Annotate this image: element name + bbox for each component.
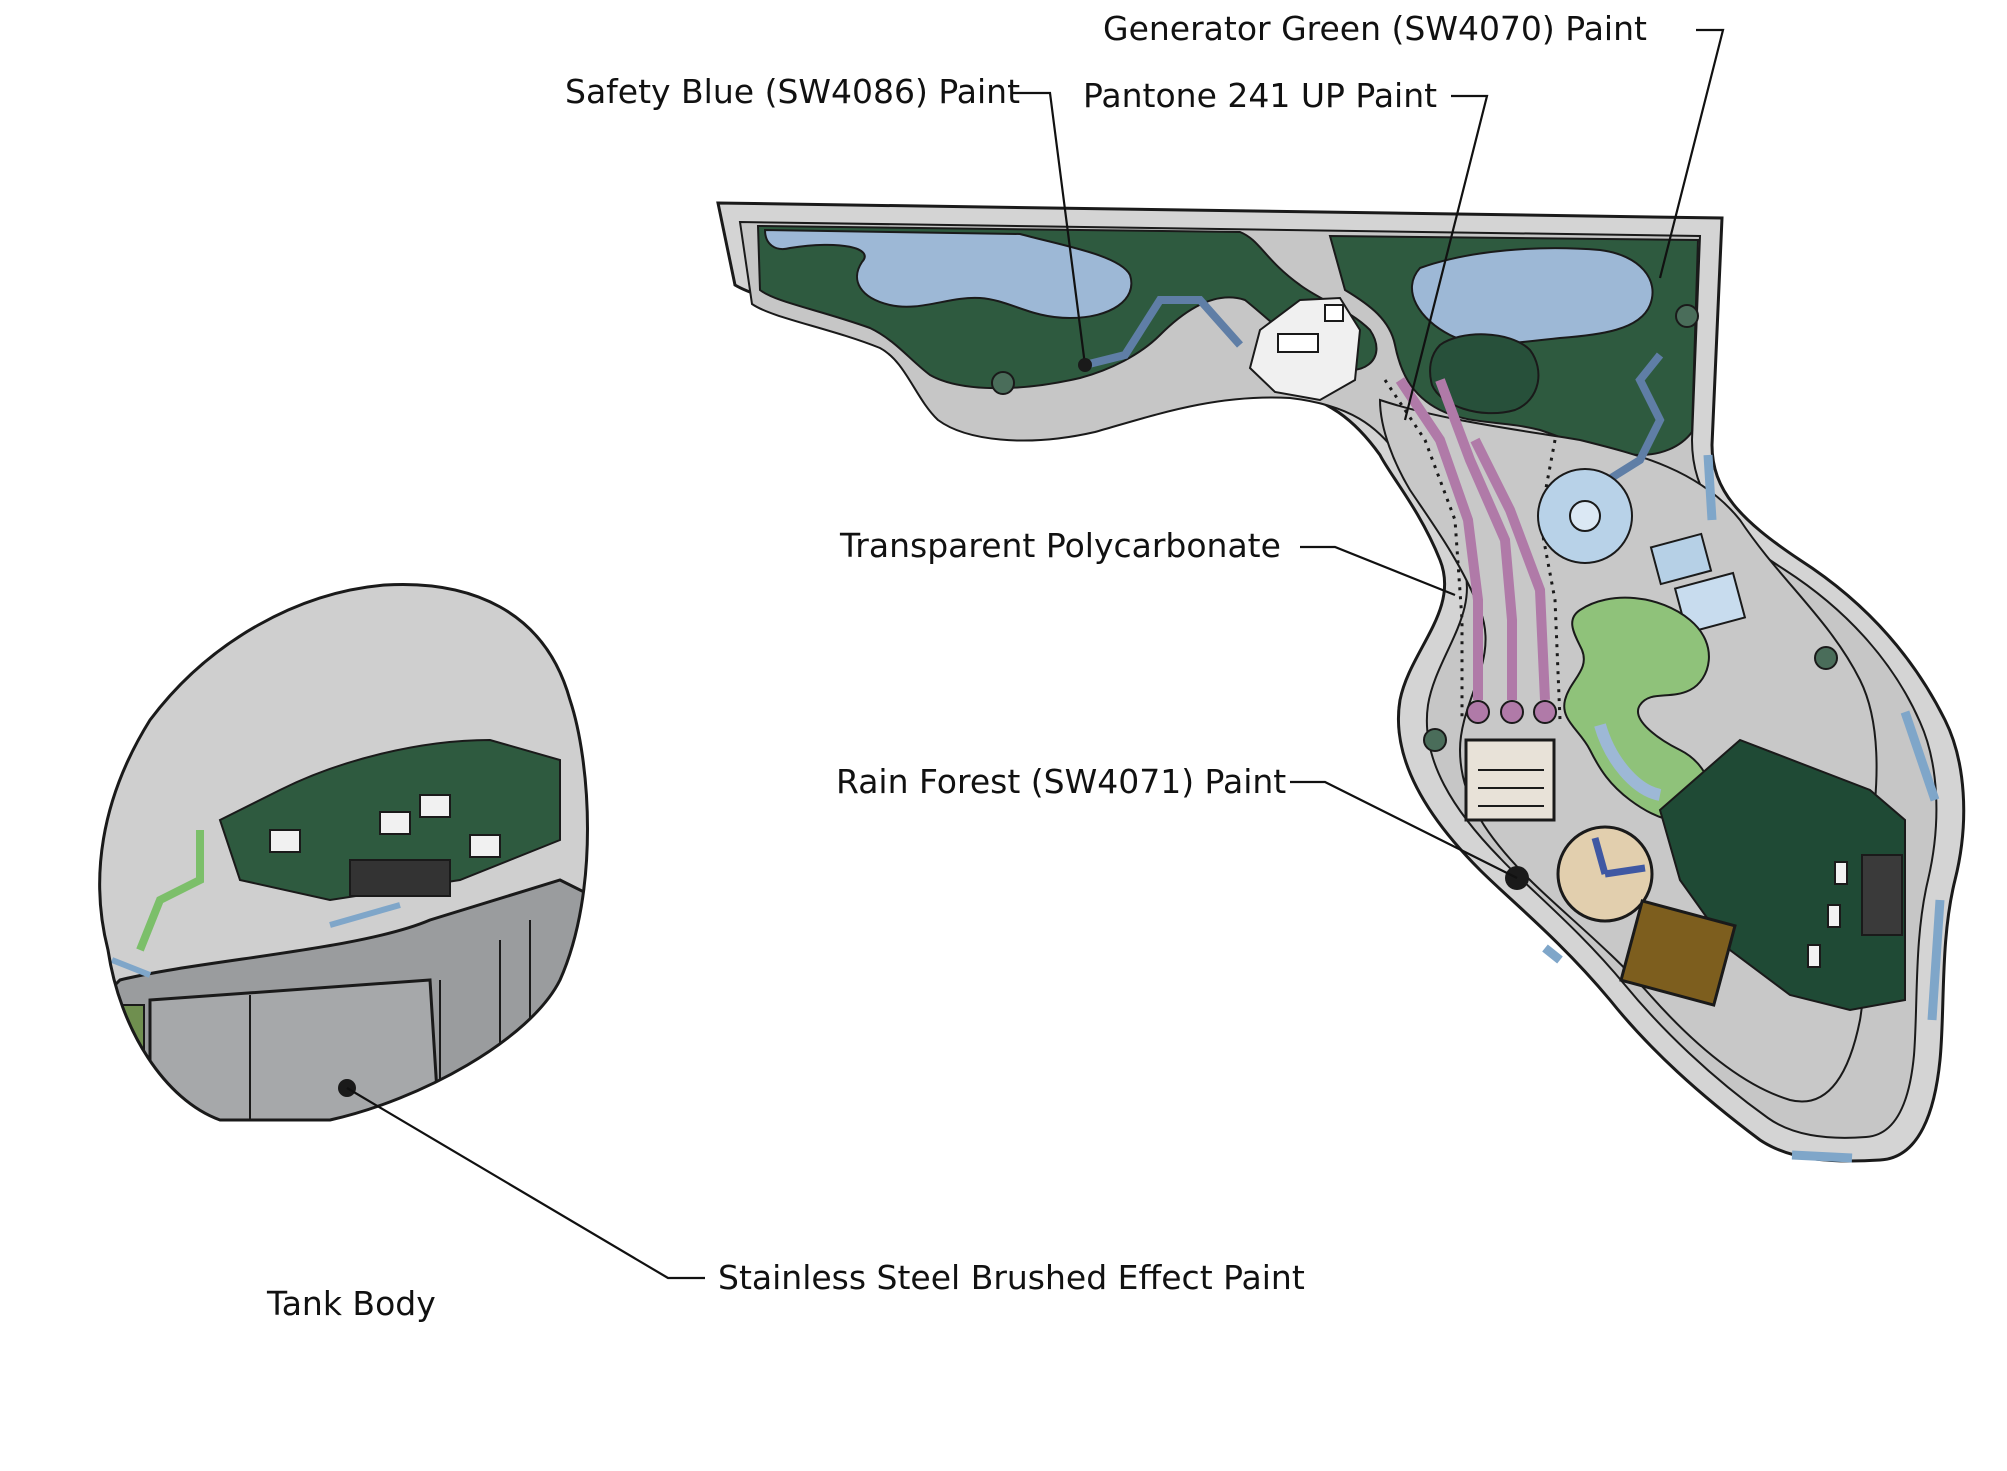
leader-polycarbonate <box>1300 545 1456 597</box>
florida-tank-top-view <box>716 201 1966 1163</box>
pantone-pipe-run <box>1395 377 1483 700</box>
callout-pantone: Pantone 241 UP Paint <box>1083 76 1437 115</box>
pump-housing-2 <box>1673 571 1747 635</box>
pantone-pipe-run-2 <box>1435 378 1517 700</box>
clarifier-arm <box>1591 837 1646 878</box>
basin-east <box>1429 333 1540 415</box>
detail-green-panel <box>103 1004 145 1096</box>
leader-safety-blue <box>1012 91 1087 366</box>
leader-pantone <box>1403 94 1489 421</box>
leader-generator-green <box>1658 28 1725 279</box>
leader-rain-forest <box>1290 780 1518 879</box>
lake-west <box>763 228 1133 320</box>
safety-blue-pipe-right <box>1597 352 1665 489</box>
pipe-head <box>1533 700 1557 724</box>
callout-rain-forest: Rain Forest (SW4071) Paint <box>836 762 1286 801</box>
leader-lines <box>346 28 1725 1280</box>
pantone-pipe-run-3 <box>1470 437 1550 701</box>
pipe-head <box>1466 700 1490 724</box>
light-fixture <box>1827 904 1841 928</box>
detail-building <box>419 794 451 818</box>
detail-building <box>379 811 411 835</box>
label-tank-body: Tank Body <box>266 1284 436 1323</box>
valve-icon <box>1423 728 1447 752</box>
light-fixture <box>1834 861 1848 885</box>
pipe-head <box>1500 700 1524 724</box>
callout-generator-green: Generator Green (SW4070) Paint <box>1103 9 1647 48</box>
callout-labels: Generator Green (SW4070) Paint Safety Bl… <box>266 9 1647 1323</box>
safety-blue-trim <box>1542 454 1945 1163</box>
detail-building <box>469 834 501 858</box>
callout-dot-icon <box>1078 358 1092 372</box>
detail-circle-outline <box>98 582 589 1122</box>
safety-blue-pipe <box>1084 296 1243 369</box>
valve-icon <box>1675 304 1699 328</box>
settling-unit <box>1464 738 1556 822</box>
detail-green-pipe <box>136 830 204 952</box>
leader-stainless <box>346 1087 705 1280</box>
lime-serpentine-water <box>1594 723 1662 801</box>
building-window <box>1277 333 1319 353</box>
callout-stainless: Stainless Steel Brushed Effect Paint <box>718 1258 1305 1297</box>
detail-building <box>269 829 301 853</box>
detail-blue-trim <box>110 902 401 978</box>
stainless-tank-wall-front <box>148 978 442 1120</box>
building-window <box>1324 304 1344 322</box>
rain-forest-block <box>1658 738 1906 1012</box>
equipment-rack <box>1861 854 1903 936</box>
light-fixture <box>1807 944 1821 968</box>
olive-tank <box>1619 899 1737 1007</box>
detail-platform <box>349 859 451 897</box>
distribution-disc-hub <box>1569 500 1601 532</box>
callout-safety-blue: Safety Blue (SW4086) Paint <box>565 72 1020 111</box>
callout-polycarbonate: Transparent Polycarbonate <box>839 526 1281 565</box>
pump-housing <box>1649 532 1713 586</box>
tank-body-detail <box>98 582 589 1122</box>
lake-east <box>1410 247 1654 345</box>
valve-icon <box>1814 646 1838 670</box>
valve-icon <box>991 371 1015 395</box>
